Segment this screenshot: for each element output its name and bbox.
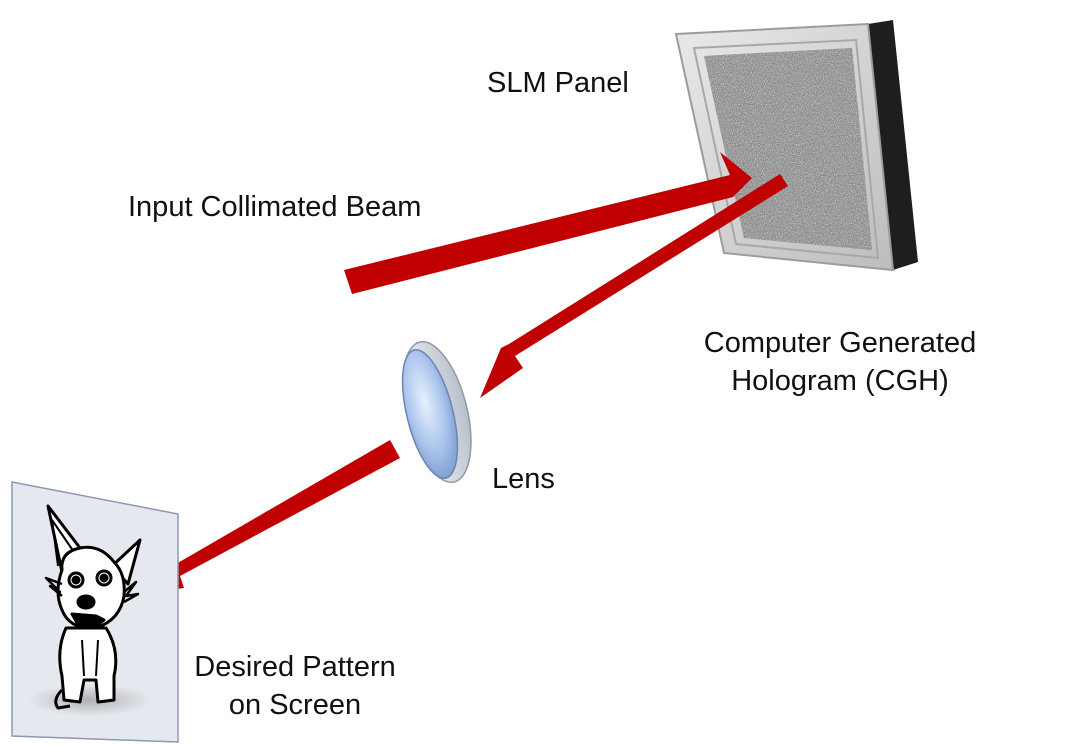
pattern-shadow — [28, 684, 152, 716]
pattern-label-line1: Desired Pattern — [194, 651, 396, 683]
projection-screen — [11, 481, 179, 743]
input-beam — [344, 152, 752, 294]
pattern-label: Desired Pattern on Screen — [170, 648, 420, 724]
reflected-beam — [480, 174, 788, 398]
output-beam — [136, 440, 400, 594]
lens-label: Lens — [492, 463, 555, 495]
lens — [401, 341, 472, 483]
cgh-label-line1: Computer Generated — [703, 327, 977, 359]
lens-glass — [401, 348, 459, 480]
input-beam-label: Input Collimated Beam — [128, 191, 422, 223]
slm-panel-label: SLM Panel — [487, 67, 629, 99]
laser-beams — [136, 152, 788, 594]
cgh-label-line2: Hologram (CGH) — [731, 365, 949, 397]
cgh-label: Computer Generated Hologram (CGH) — [665, 324, 1015, 400]
pattern-label-line2: on Screen — [228, 689, 362, 721]
dog-pattern-icon — [44, 504, 142, 710]
slm-panel-side — [868, 20, 918, 270]
